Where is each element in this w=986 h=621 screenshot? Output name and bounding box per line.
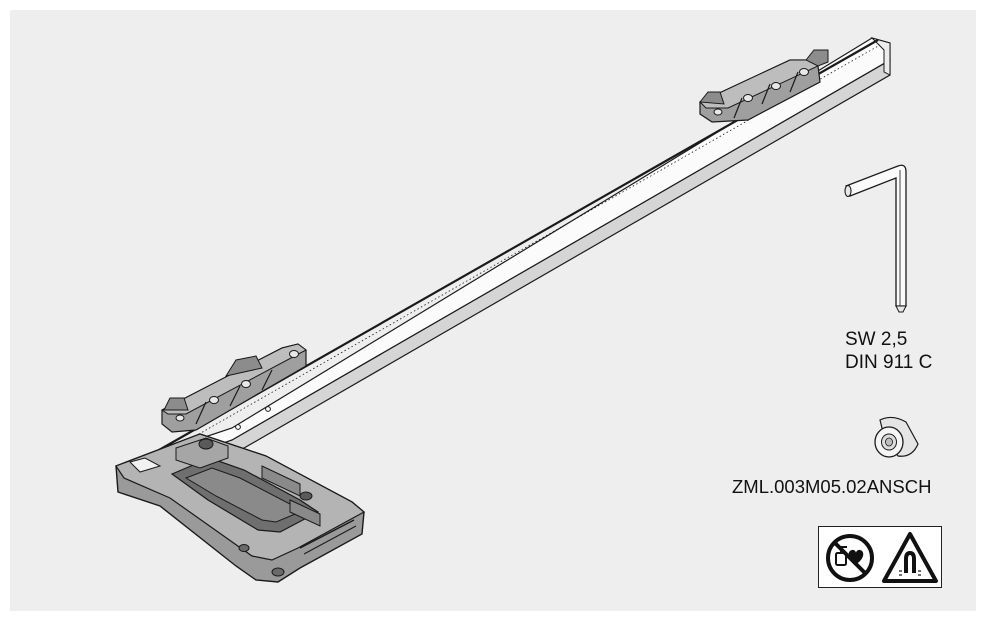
no-pacemaker-icon (826, 534, 874, 582)
hex-key (844, 164, 907, 313)
lower-clamp (161, 343, 307, 433)
wrench-standard-label: DIN 911 C (845, 352, 933, 373)
magnet-warning-icon (882, 532, 938, 583)
upper-clamp (699, 49, 829, 123)
magnet-part (874, 416, 919, 458)
base-plate (115, 433, 366, 583)
part-number-label: ZML.003M05.02ANSCH (732, 476, 932, 497)
warning-icons (826, 532, 938, 583)
wrench-size-label: SW 2,5 (845, 329, 908, 350)
warning-icons-box (818, 526, 942, 588)
